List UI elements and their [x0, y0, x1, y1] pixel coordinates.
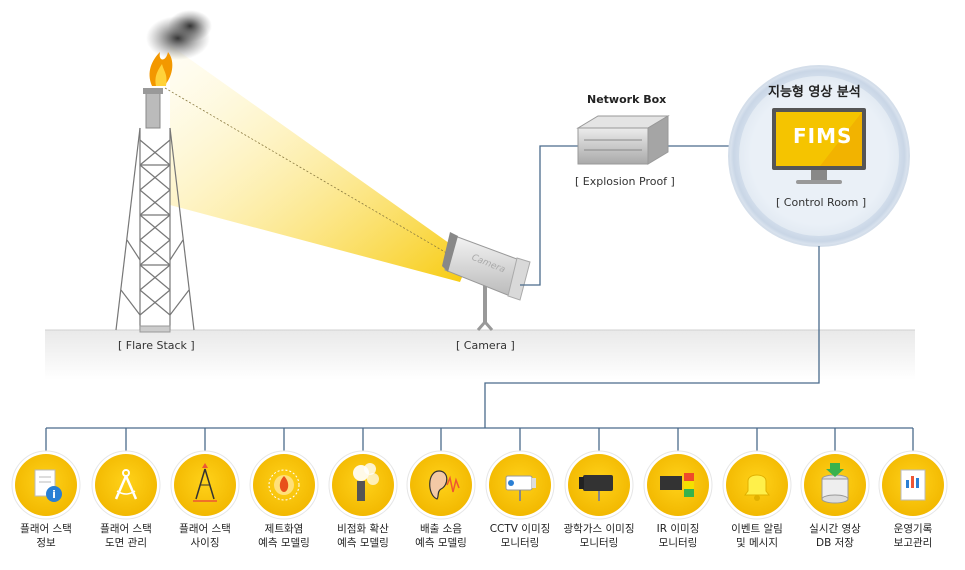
cctv-camera-icon: [485, 428, 555, 520]
feature-label-line2: 모니터링: [658, 537, 698, 549]
feature-label-line1: 플래어 스택: [20, 523, 72, 535]
flame-radiation-icon: [249, 428, 319, 520]
svg-text:i: i: [52, 488, 56, 501]
monitor-icon: [772, 108, 866, 184]
line-of-sight: [164, 87, 463, 263]
network-box-subtitle: [ Explosion Proof ]: [575, 175, 675, 188]
flare-flame-icon: [146, 10, 212, 86]
database-icon: [800, 428, 870, 520]
feature-label-line2: DB 저장: [816, 537, 854, 549]
feature-label-line2: 모니터링: [579, 537, 619, 549]
feature-label-line1: 이벤트 알림: [731, 523, 783, 535]
camera-view-beam: [170, 45, 470, 282]
gas-camera-icon: [564, 428, 634, 520]
feature-label-line2: 및 메시지: [736, 537, 778, 549]
report-chart-icon: [878, 428, 948, 520]
feature-label-line1: IR 이미징: [656, 523, 700, 535]
feature-label-line2: 사이징: [190, 537, 220, 549]
control-room-label: [ Control Room ]: [776, 196, 867, 209]
feature-label-line2: 예측 모델링: [337, 537, 389, 549]
feature-label-line1: 광학가스 이미징: [563, 523, 635, 535]
monitor-screen-text: FIMS: [793, 124, 853, 148]
feature-label-line2: 도면 관리: [105, 537, 147, 549]
feature-label-line2: 보고관리: [893, 537, 933, 549]
control-to-bus-line: [484, 246, 820, 428]
feature-label-line2: 예측 모델링: [258, 537, 310, 549]
flare-stack-tower: [115, 127, 195, 331]
feature-label-line1: 플래어 스택: [100, 523, 152, 535]
feature-label-line2: 모니터링: [500, 537, 540, 549]
feature-label-line1: 플래어 스택: [179, 523, 231, 535]
control-room-title: 지능형 영상 분석: [768, 85, 861, 100]
feature-label-line2: 정보: [36, 537, 56, 549]
tower-sizing-icon: [170, 428, 240, 520]
ir-camera-icon: [643, 428, 713, 520]
feature-label: 실시간 영상 DB 저장: [795, 522, 875, 550]
feature-label-line2: 예측 모델링: [415, 537, 467, 549]
feature-label-line1: 비점화 확산: [337, 523, 389, 535]
flare-stack-label: [ Flare Stack ]: [118, 339, 195, 352]
feature-label-line1: 배출 소음: [420, 523, 462, 535]
bell-icon: [722, 428, 792, 520]
network-box-title: Network Box: [587, 93, 667, 106]
camera-to-box-cable: [520, 145, 578, 286]
feature-label-line1: 실시간 영상: [809, 523, 861, 535]
ground-band: [45, 330, 915, 380]
camera-label: [ Camera ]: [456, 339, 515, 352]
info-document-icon: i: [11, 428, 81, 520]
camera-device: [442, 232, 531, 331]
smoke-stack-icon: [328, 428, 398, 520]
flare-stack-pipe: [145, 89, 161, 129]
feature-icons-row: i: [11, 428, 948, 520]
ear-sound-icon: [406, 428, 476, 520]
feature-label-line1: 운영기록: [893, 523, 933, 535]
feature-label-line1: 제트화염: [264, 523, 304, 535]
network-box-device: [576, 115, 670, 165]
feature-label-line1: CCTV 이미징: [489, 523, 551, 535]
compass-icon: [91, 428, 161, 520]
